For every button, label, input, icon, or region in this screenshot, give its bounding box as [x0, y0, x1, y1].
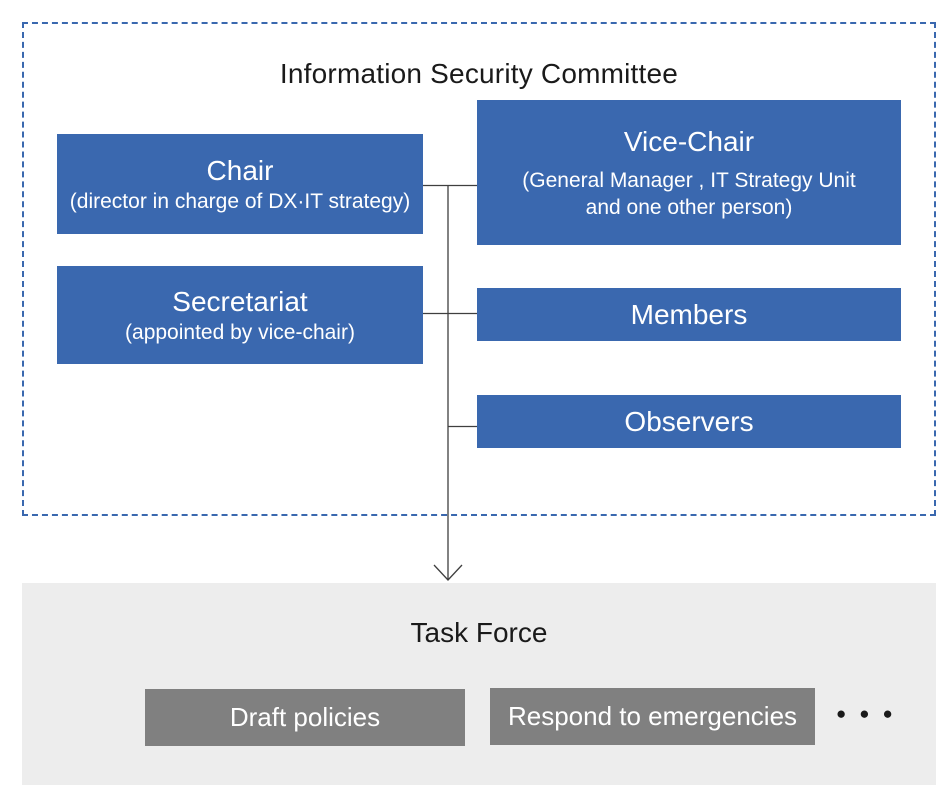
- chair-subtitle: (director in charge of DX·IT strategy): [69, 189, 411, 213]
- observers-title: Observers: [624, 406, 754, 437]
- task-force-item-label: Respond to emergencies: [507, 701, 798, 731]
- observers-box: Observers: [477, 395, 901, 448]
- task-force-item-label: Draft policies: [229, 702, 381, 732]
- secretariat-subtitle: (appointed by vice-chair): [125, 320, 355, 344]
- ellipsis-icon: ●●●: [836, 704, 906, 723]
- task-force-item-draft-policies: Draft policies: [145, 689, 465, 746]
- task-force-section: Task Force Draft policies Respond to eme…: [22, 583, 936, 785]
- secretariat-title: Secretariat: [172, 285, 308, 317]
- committee-boundary: [22, 22, 936, 516]
- members-box: Members: [477, 288, 901, 341]
- down-arrowhead-icon: [433, 564, 463, 581]
- task-force-item-respond-to-emergencies: Respond to emergencies: [490, 688, 815, 745]
- vice-chair-box: Vice-Chair (General Manager , IT Strateg…: [477, 100, 901, 245]
- members-title: Members: [630, 299, 748, 330]
- committee-title: Information Security Committee: [279, 58, 679, 89]
- task-force-title: Task Force: [410, 617, 548, 648]
- chair-box: Chair (director in charge of DX·IT strat…: [57, 134, 423, 234]
- chair-title: Chair: [206, 154, 274, 186]
- secretariat-box: Secretariat (appointed by vice-chair): [57, 266, 423, 364]
- vice-chair-subtitle: (General Manager , IT Strategy Unit and …: [522, 167, 855, 222]
- vice-chair-subtitle-line1: (General Manager , IT Strategy Unit: [522, 168, 856, 192]
- vice-chair-subtitle-line2: and one other person): [585, 196, 793, 219]
- vice-chair-title: Vice-Chair: [623, 125, 755, 157]
